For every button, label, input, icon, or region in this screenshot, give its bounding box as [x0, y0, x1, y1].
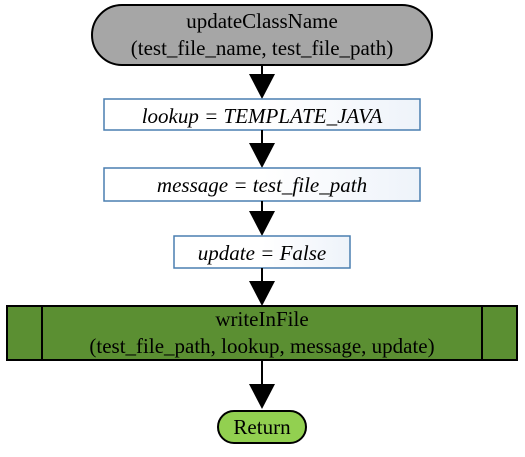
call-title: writeInFile: [215, 307, 308, 331]
step-update-text: update = False: [198, 241, 326, 265]
arrow-head: [249, 281, 275, 306]
end-terminator: [217, 410, 307, 444]
process-step-lookup: [103, 98, 421, 131]
arrow-head: [249, 211, 275, 236]
arrow-head: [249, 143, 275, 168]
start-params: (test_file_name, test_file_path): [131, 36, 393, 60]
subroutine-call: [6, 305, 518, 361]
start-title: updateClassName: [186, 9, 338, 33]
step-lookup-text: lookup = TEMPLATE_JAVA: [142, 104, 383, 128]
arrow-head: [249, 74, 275, 99]
process-step-update: [173, 235, 351, 269]
arrow-head: [249, 384, 275, 409]
end-label: Return: [233, 415, 291, 439]
call-params: (test_file_path, lookup, message, update…: [89, 334, 434, 358]
step-message-text: message = test_file_path: [157, 173, 367, 197]
